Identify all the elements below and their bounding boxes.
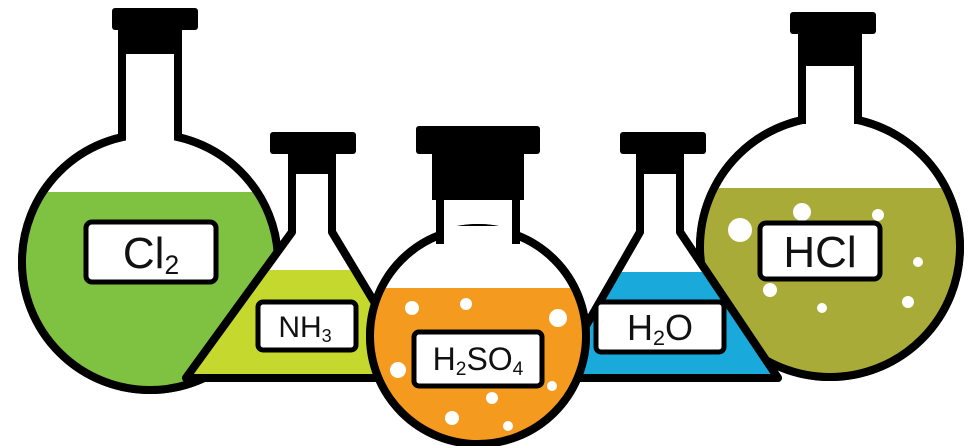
hcl-bubbles: [728, 203, 923, 313]
h2o-formula: H2O: [627, 307, 693, 350]
hcl-label: [757, 220, 883, 282]
hcl-cap: [790, 12, 876, 34]
h2so4-flask: H2SO4: [366, 126, 590, 446]
nh3-label: [255, 299, 359, 353]
nh3-formula: NH3: [278, 311, 331, 346]
h2so4-label: [411, 329, 545, 389]
cl2-formula: Cl2: [123, 229, 179, 280]
h2so4-cap: [416, 126, 540, 154]
h2o-cap: [620, 132, 706, 154]
h2so4-formula: H2SO4: [433, 341, 524, 380]
hcl-formula: HCl: [783, 228, 856, 277]
h2so4-bubbles: [390, 298, 567, 431]
cl2-label: [83, 219, 219, 285]
nh3-cap: [270, 132, 356, 154]
h2o-label: [593, 299, 727, 355]
cl2-cap: [112, 8, 198, 30]
h2o-flask: H2O: [552, 132, 782, 382]
